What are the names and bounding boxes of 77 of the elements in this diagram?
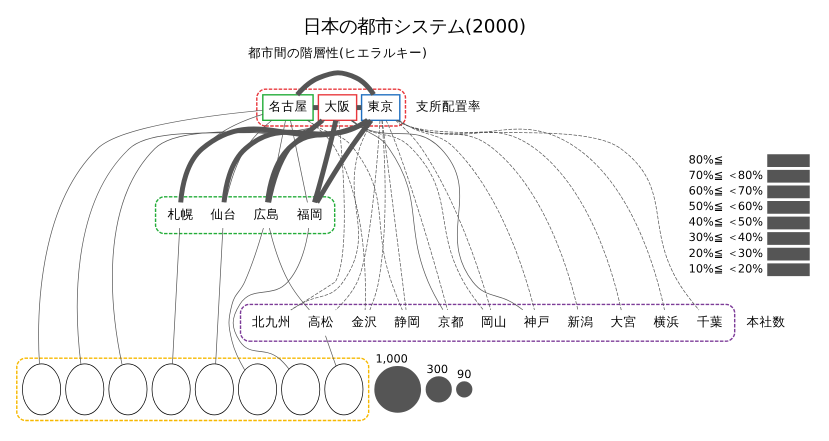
node-text: 北九州 <box>252 314 292 330</box>
connector <box>351 120 484 310</box>
connector <box>397 120 622 310</box>
legend-label: 1,000 <box>375 352 408 366</box>
node-box: 東京 <box>360 94 401 122</box>
node-text: 広島 <box>254 207 280 222</box>
legend-label: 40%≦ ＜50% <box>688 214 764 229</box>
connector <box>232 228 310 370</box>
node-text: 横浜 <box>654 314 680 330</box>
connector <box>369 120 386 310</box>
connector <box>350 120 524 310</box>
node-text: 神戸 <box>524 314 550 330</box>
legend-label: 80%≦ <box>688 152 724 166</box>
node-text: 静岡 <box>394 314 421 330</box>
connector <box>356 105 362 110</box>
connector <box>398 120 535 310</box>
node-ellipse <box>65 364 104 416</box>
connector <box>382 120 406 310</box>
connector <box>290 120 345 310</box>
label: 本社数 <box>746 314 786 330</box>
node-ellipse <box>152 364 191 416</box>
node-text: 札幌 <box>167 207 194 222</box>
node-text: 金沢 <box>351 314 378 330</box>
legend-label: 50%≦ ＜60% <box>688 199 764 214</box>
label: 都市間の階層性(ヒエラルキー) <box>248 46 427 61</box>
connector <box>38 110 264 364</box>
connector <box>325 335 336 366</box>
node-text: 京都 <box>438 314 464 330</box>
cluster <box>154 196 336 234</box>
legend-label: 90 <box>457 366 472 381</box>
connector <box>313 105 318 110</box>
legend-label: 60%≦ ＜70% <box>688 184 764 198</box>
connector <box>312 120 338 204</box>
connector <box>306 120 403 310</box>
diagram-title: 日本の都市システム(2000) <box>302 16 526 38</box>
connector <box>265 118 369 203</box>
connector <box>308 120 366 310</box>
connector <box>112 120 368 366</box>
label: 支所配置率 <box>416 100 482 115</box>
connector <box>228 228 264 370</box>
node-text: 福岡 <box>296 207 323 222</box>
connector <box>178 118 370 203</box>
connector <box>172 228 180 364</box>
cluster <box>240 304 736 342</box>
node-ellipse <box>108 364 148 416</box>
legend-label: 30%≦ ＜40% <box>688 230 764 244</box>
connector <box>314 118 373 204</box>
connector <box>352 120 444 310</box>
node-ellipse <box>324 364 364 416</box>
connector <box>77 120 326 365</box>
legend-label: 10%≦ ＜20% <box>688 261 764 276</box>
connector <box>269 228 310 310</box>
connector <box>386 120 448 310</box>
connector <box>215 228 224 364</box>
connector <box>395 120 492 310</box>
cluster <box>256 88 406 127</box>
connector <box>397 120 578 310</box>
node-text: 高松 <box>308 314 334 330</box>
legend-label: 20%≦ ＜30% <box>688 246 764 260</box>
node-text: 大宮 <box>610 314 637 330</box>
node-ellipse <box>238 364 277 416</box>
node-ellipse <box>194 364 234 416</box>
node-text: 千葉 <box>696 314 723 330</box>
node-box: 名古屋 <box>262 94 314 122</box>
connector <box>290 120 374 310</box>
node-text: 新潟 <box>567 314 594 330</box>
cluster <box>16 358 370 422</box>
node-text: 仙台 <box>210 207 237 222</box>
connector <box>335 120 380 310</box>
legend-label: 300 <box>426 362 448 376</box>
legend-label: 70%≦ ＜80% <box>688 168 764 182</box>
connector <box>295 70 376 96</box>
node-ellipse <box>281 364 320 416</box>
connector <box>290 120 308 203</box>
node-box: 大阪 <box>318 94 358 122</box>
node-text: 岡山 <box>480 314 507 330</box>
node-ellipse <box>22 364 62 416</box>
